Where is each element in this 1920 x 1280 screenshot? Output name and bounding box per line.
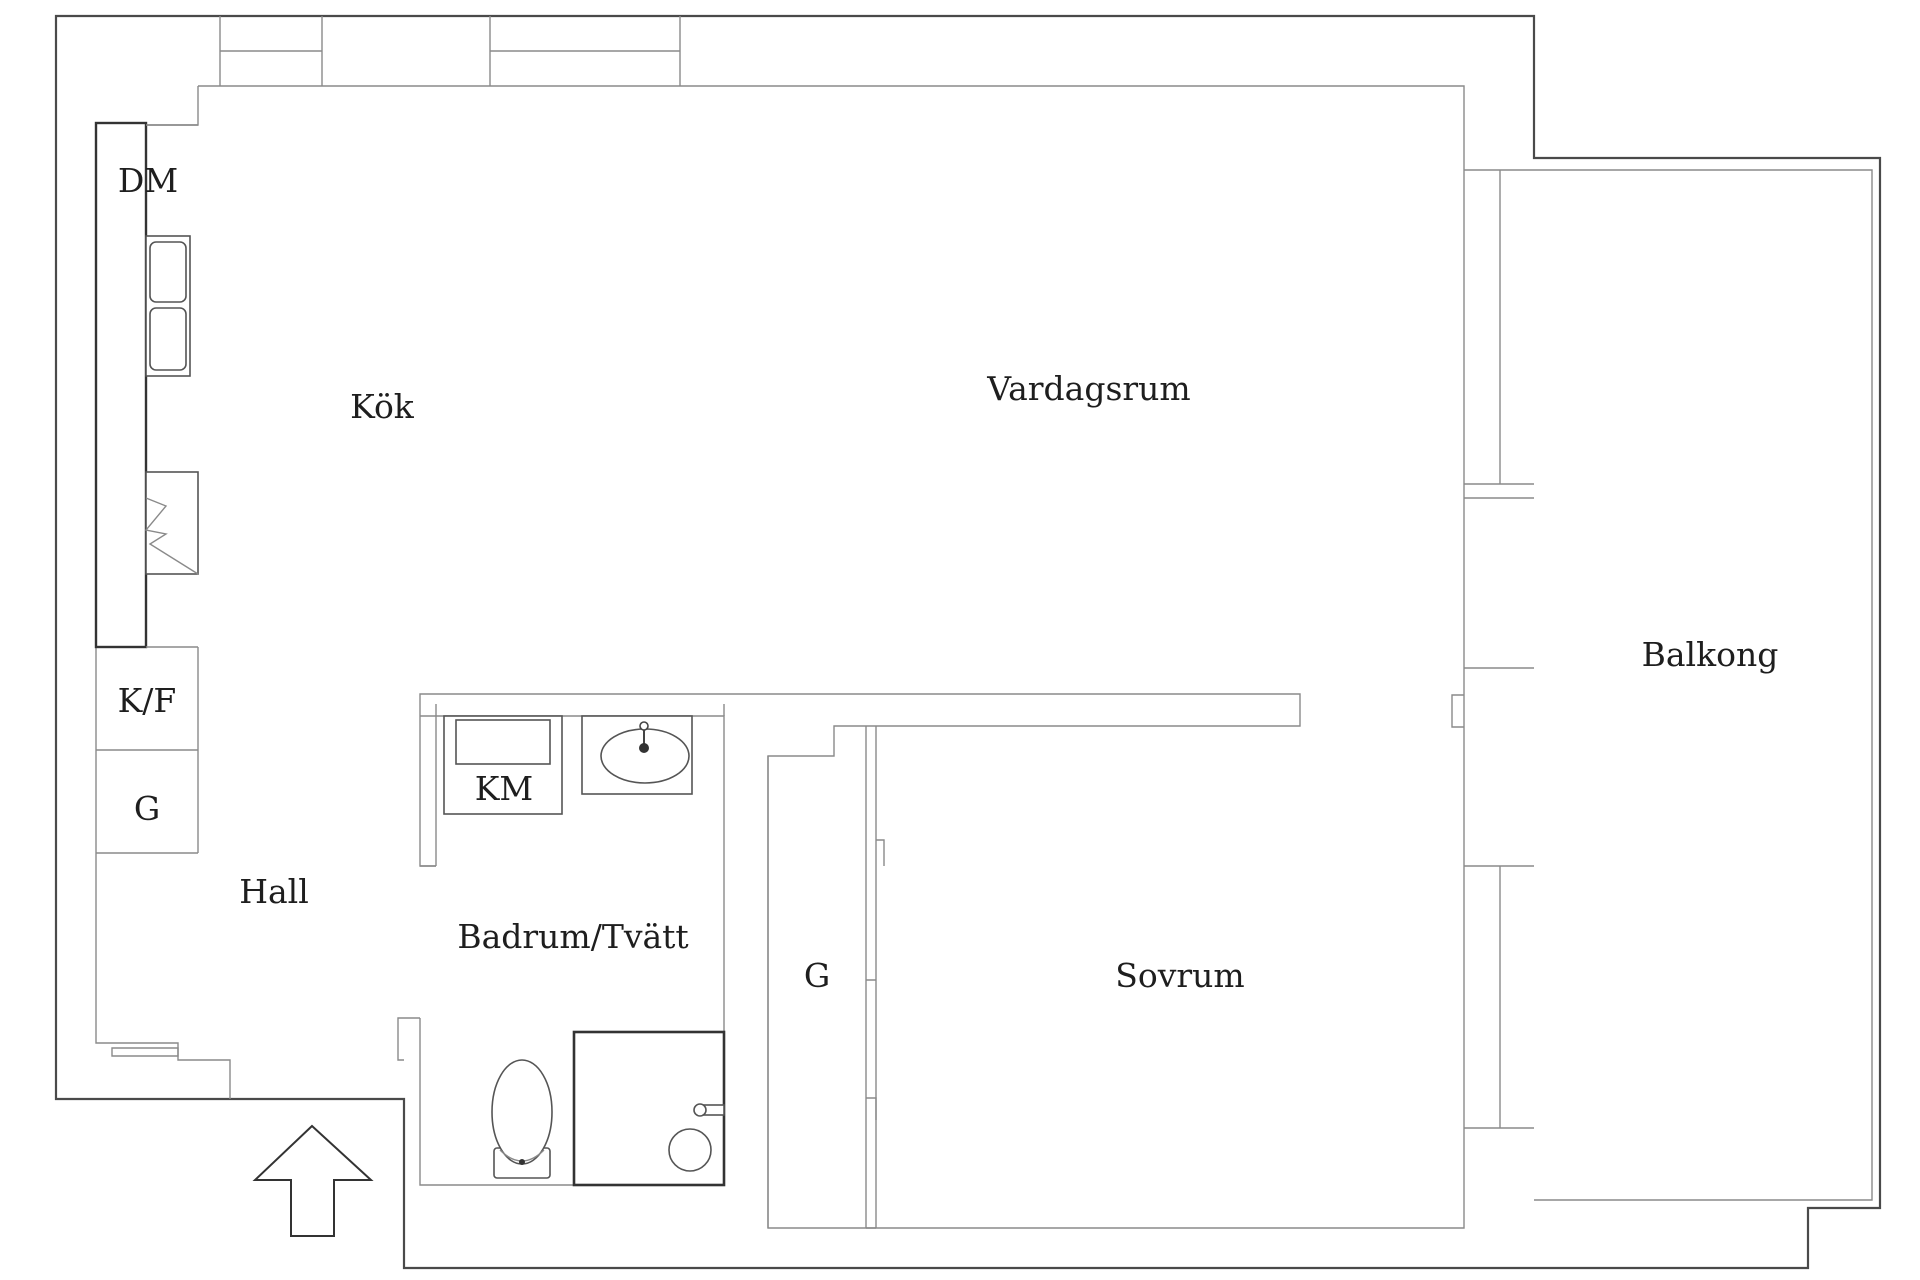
bathroom-walls (419, 704, 725, 1186)
room-label-hall: Hall (239, 872, 309, 911)
room-label-sovrum: Sovrum (1115, 956, 1244, 995)
hall-wardrobe: G (134, 789, 160, 828)
fridge-freezer-label: K/F (118, 681, 177, 720)
hall-wardrobe-label: G (134, 789, 160, 828)
room-label-badrum: Badrum/Tvätt (457, 917, 688, 956)
kitchen-sink-icon (145, 235, 191, 377)
washbasin-icon (581, 715, 693, 795)
room-label-vardagsrum: Vardagsrum (986, 369, 1190, 408)
entrance-arrow-icon (252, 1124, 374, 1237)
room-label-bedroom-wardrobe: G (804, 956, 830, 995)
dishwasher-label: DM (118, 161, 178, 200)
inner-walls (95, 16, 1873, 1229)
washing-machine-label: KM (475, 769, 533, 808)
stove-icon (144, 471, 199, 575)
hall-door-threshold (111, 1047, 179, 1057)
outer-walls (54, 14, 1882, 1270)
shower-icon (572, 1030, 726, 1187)
dishwasher: DM (118, 161, 178, 200)
bedroom-wardrobe-doors (767, 726, 885, 1229)
kitchen-counter (94, 121, 199, 854)
washing-machine-icon: KM (443, 715, 563, 815)
room-label-kok: Kök (350, 387, 415, 426)
toilet-icon (491, 1059, 553, 1179)
room-label-balkong: Balkong (1642, 635, 1779, 674)
fridge-freezer: K/F (118, 681, 177, 720)
